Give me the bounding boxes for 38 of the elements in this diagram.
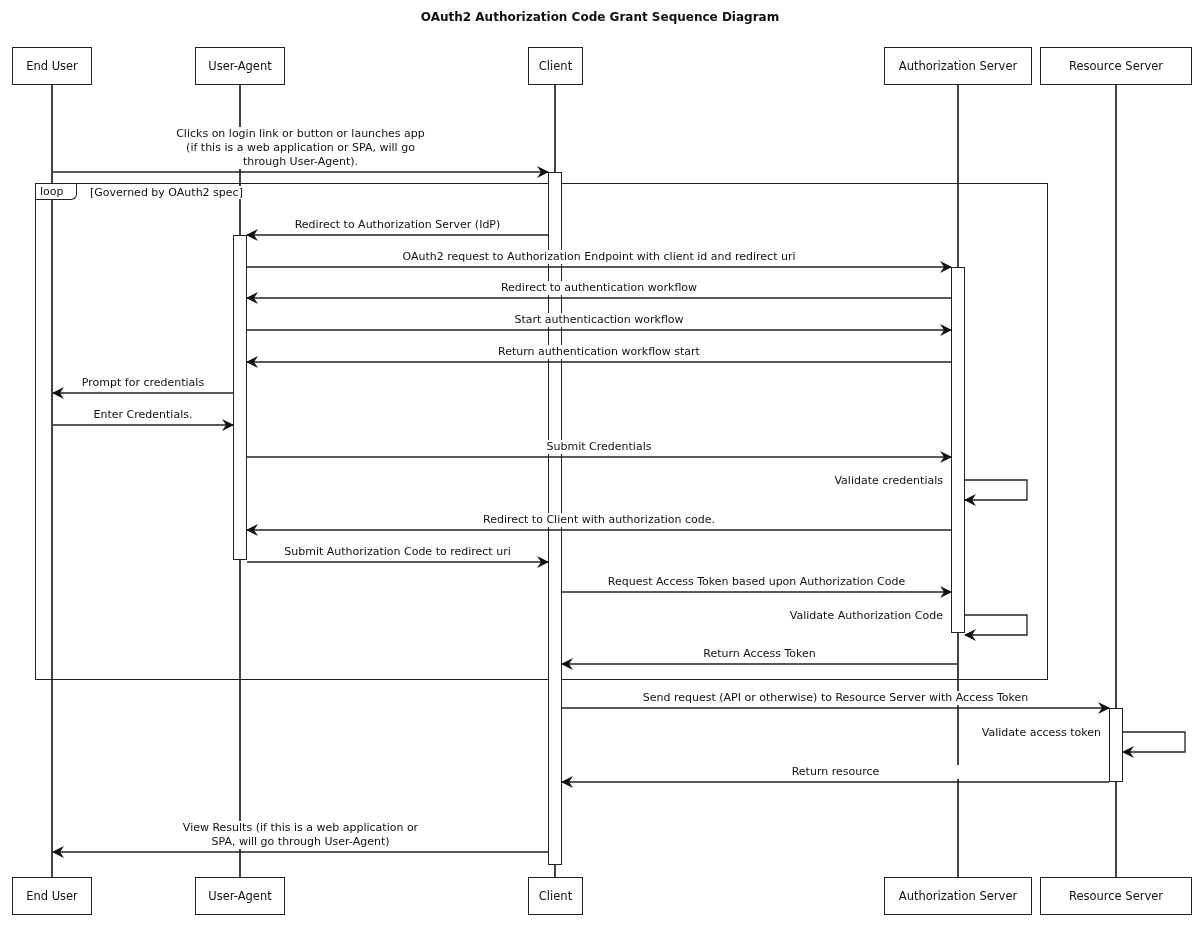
message-arrow [52, 387, 234, 399]
message-label: Clicks on login link or button or launches app (if this is a web application or SPA, will go through User-Agent). [173, 127, 428, 169]
frame-tag: loop [36, 184, 77, 200]
message-arrow [964, 479, 1028, 506]
participant-box: Authorization Server [884, 47, 1032, 85]
message-arrow [246, 451, 952, 463]
message-arrow [52, 846, 549, 858]
lifeline [51, 85, 53, 877]
message-arrow [246, 229, 549, 241]
activation-bar [233, 235, 247, 560]
participant-box: Resource Server [1040, 877, 1192, 915]
lifeline [1115, 85, 1117, 877]
message-arrow [52, 166, 549, 178]
message-arrow [964, 614, 1028, 641]
message-arrow [561, 586, 952, 598]
message-arrow [246, 261, 952, 273]
message-arrow [561, 776, 1110, 788]
message-arrow [246, 524, 952, 536]
message-arrow [561, 702, 1110, 714]
message-arrow [246, 292, 952, 304]
message-arrow [52, 419, 234, 431]
activation-bar [951, 267, 965, 633]
guard-condition: [Governed by OAuth2 spec] [90, 186, 243, 199]
message-arrow [246, 324, 952, 336]
participant-box: Client [528, 47, 583, 85]
participant-box: End User [12, 47, 92, 85]
participant-box: End User [12, 877, 92, 915]
diagram-title: OAuth2 Authorization Code Grant Sequence Diagram [419, 10, 781, 24]
message-arrow [561, 658, 958, 670]
message-arrow [246, 356, 952, 368]
message-arrow [1122, 731, 1186, 758]
participant-box: Client [528, 877, 583, 915]
participant-box: User-Agent [195, 47, 285, 85]
participant-box: User-Agent [195, 877, 285, 915]
participant-box: Authorization Server [884, 877, 1032, 915]
participant-box: Resource Server [1040, 47, 1192, 85]
activation-bar [1109, 708, 1123, 782]
message-arrow [246, 556, 549, 568]
